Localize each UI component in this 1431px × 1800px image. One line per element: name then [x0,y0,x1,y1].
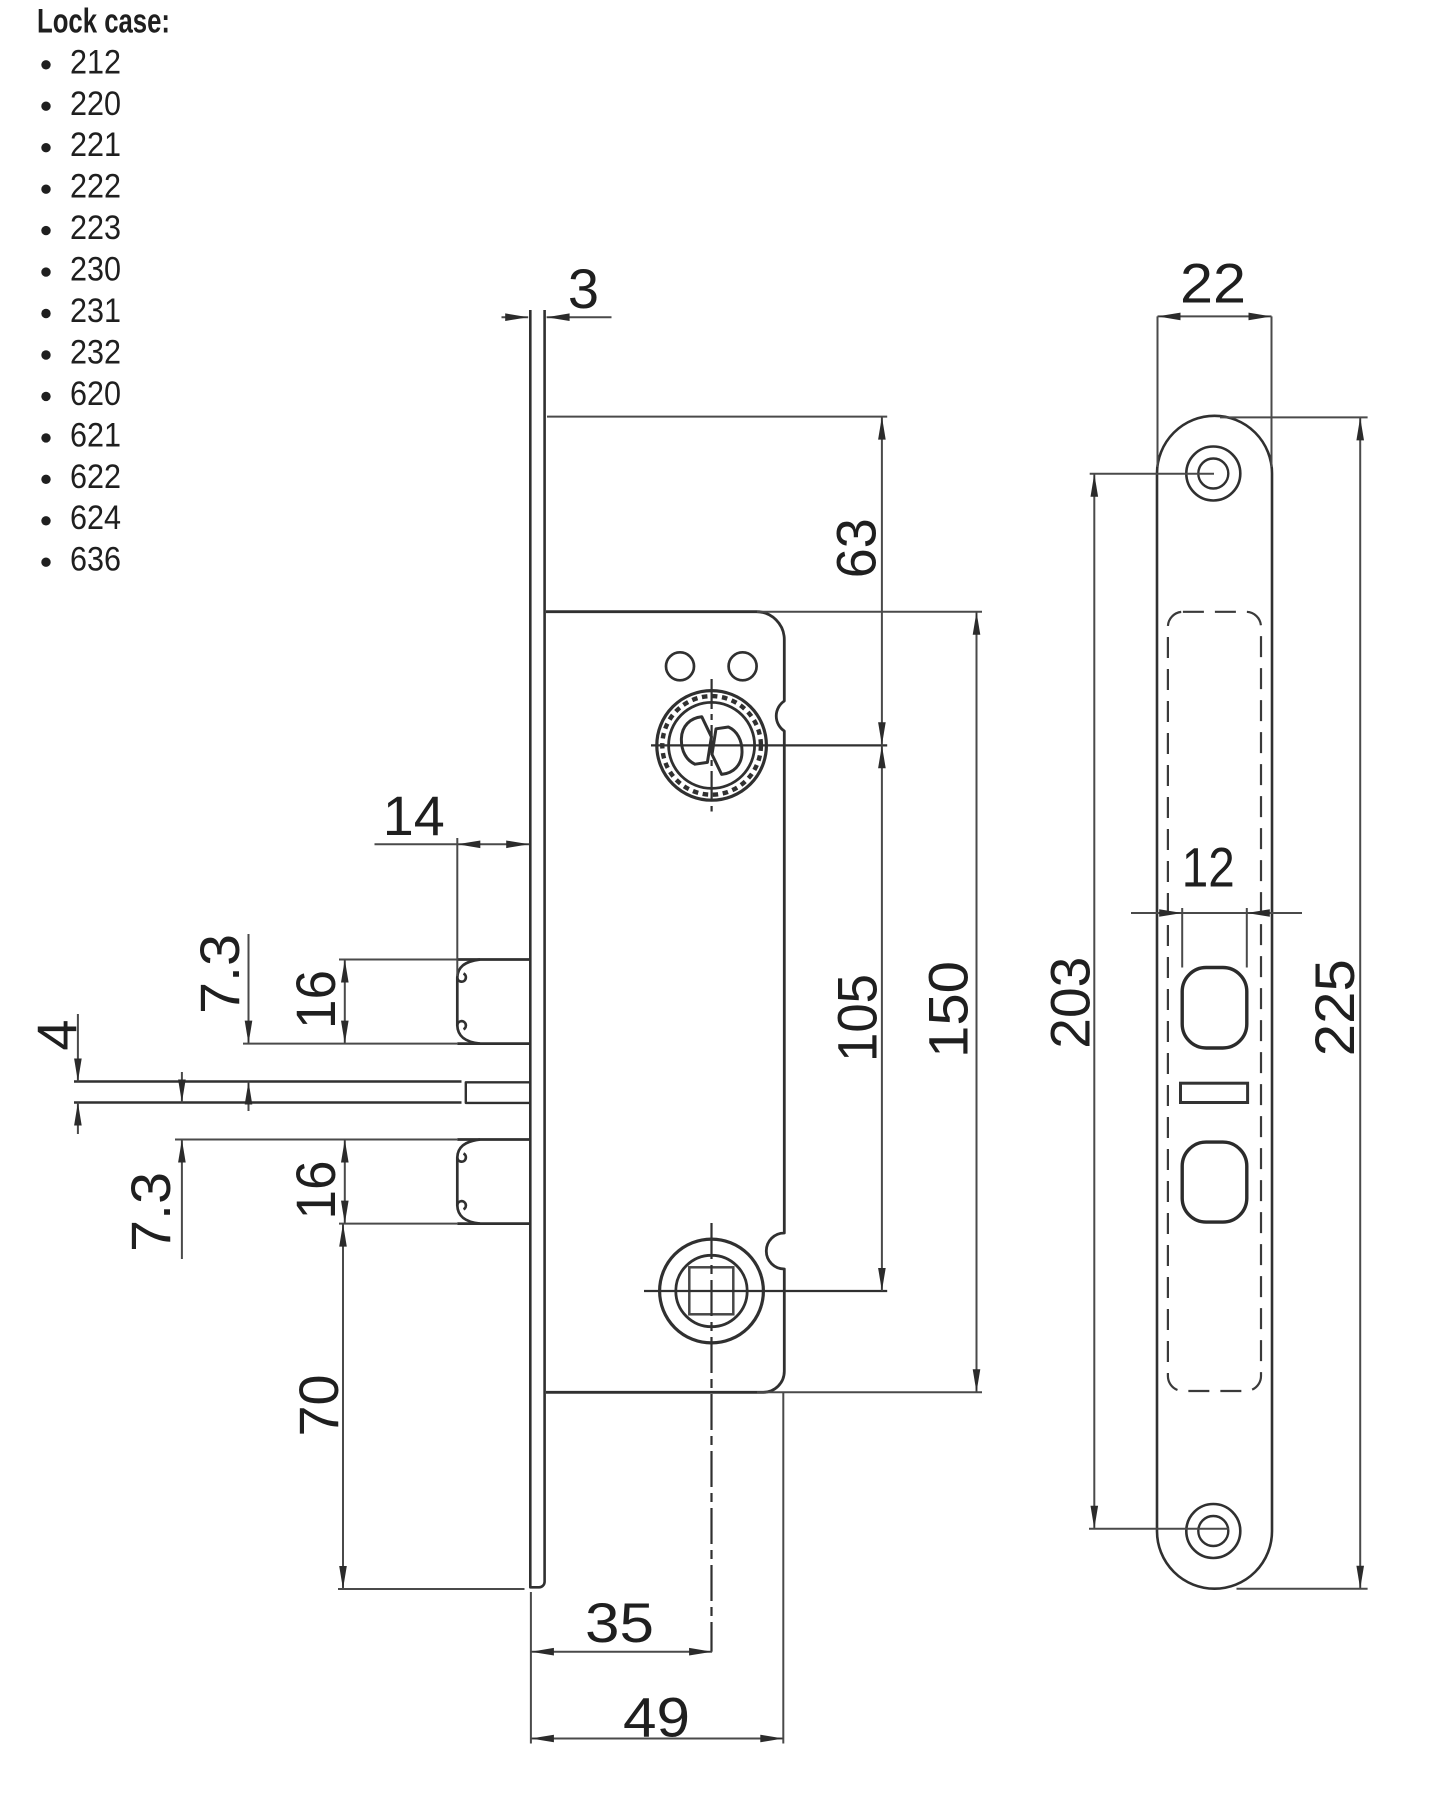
svg-text:622: 622 [70,458,121,496]
svg-text:14: 14 [383,784,445,847]
svg-text:620: 620 [70,375,121,413]
svg-text:12: 12 [1182,836,1235,899]
svg-text:231: 231 [70,292,121,330]
svg-text:Lock case:: Lock case: [37,3,170,41]
svg-text:621: 621 [70,416,121,454]
svg-text:212: 212 [70,43,121,81]
svg-text:7.3: 7.3 [119,1172,182,1252]
svg-text:3: 3 [568,257,599,320]
svg-text:220: 220 [70,85,121,123]
svg-text:70: 70 [287,1375,350,1437]
svg-text:636: 636 [70,541,121,579]
svg-text:221: 221 [70,126,121,164]
svg-text:4: 4 [25,1019,88,1050]
svg-text:35: 35 [585,1591,654,1654]
svg-text:7.3: 7.3 [188,934,251,1014]
svg-text:230: 230 [70,251,121,289]
svg-text:624: 624 [70,499,121,537]
svg-text:203: 203 [1038,957,1101,1049]
svg-text:223: 223 [70,209,121,247]
svg-text:49: 49 [623,1686,690,1749]
svg-text:16: 16 [284,970,347,1029]
svg-text:225: 225 [1303,959,1366,1056]
svg-text:150: 150 [917,961,980,1058]
svg-text:63: 63 [824,518,887,578]
svg-text:22: 22 [1180,252,1246,315]
svg-text:16: 16 [284,1161,347,1220]
svg-text:222: 222 [70,168,121,206]
svg-text:105: 105 [826,974,889,1062]
svg-text:232: 232 [70,334,121,372]
